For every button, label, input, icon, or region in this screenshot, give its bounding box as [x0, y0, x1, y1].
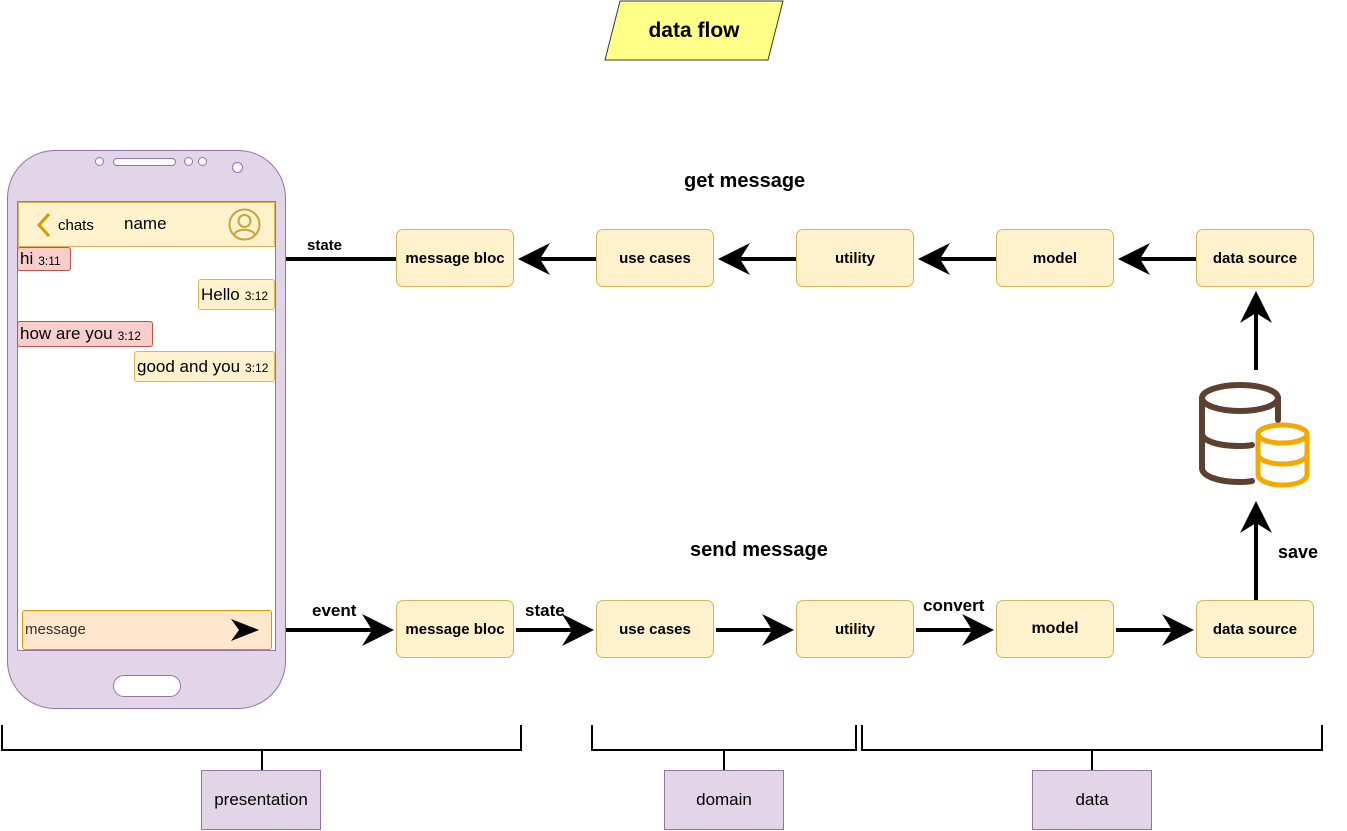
get-utility-node: utility: [796, 229, 914, 287]
database-icon: [1199, 382, 1310, 488]
send-model-node: model: [996, 600, 1114, 658]
phone-camera: [232, 162, 243, 173]
contact-name: name: [124, 214, 167, 233]
send-utility-node: utility: [796, 600, 914, 658]
data-layer-box: data: [1032, 770, 1152, 830]
message-time: 3:12: [117, 328, 141, 343]
data-bracket: [861, 725, 1323, 770]
phone-speaker: [113, 158, 176, 166]
get-use-cases-node: use cases: [596, 229, 714, 287]
message-input-placeholder: message: [25, 621, 86, 638]
message-bubble-received: how are you 3:12: [17, 321, 153, 347]
presentation-bracket: [1, 725, 522, 770]
phone-sensor: [198, 157, 207, 166]
title-shape: [604, 0, 784, 61]
message-bubble-received: hi 3:11: [17, 247, 71, 271]
send-state-label: state: [525, 601, 565, 620]
get-state-label: state: [307, 237, 343, 254]
message-bubble-sent: Hello 3:12: [198, 279, 275, 310]
message-bubble-sent: good and you 3:12: [134, 351, 275, 382]
message-text: hi: [20, 249, 34, 268]
chat-header: [18, 202, 275, 247]
message-time: 3:12: [245, 361, 269, 375]
send-icon[interactable]: [230, 617, 260, 643]
get-message-bloc-node: message bloc: [396, 229, 514, 287]
user-circle-icon[interactable]: [228, 208, 261, 241]
send-use-cases-node: use cases: [596, 600, 714, 658]
domain-bracket: [591, 725, 857, 770]
diagram-title: data flow: [648, 18, 740, 42]
send-data-source-node: data source: [1196, 600, 1314, 658]
phone-home-button[interactable]: [113, 675, 181, 697]
convert-label: convert: [923, 596, 985, 615]
save-label: save: [1278, 542, 1319, 562]
phone-screen: [17, 201, 276, 651]
message-time: 3:12: [244, 289, 269, 303]
get-model-node: model: [996, 229, 1114, 287]
phone-sensor: [95, 157, 104, 166]
presentation-layer-box: presentation: [201, 770, 321, 830]
event-label: event: [312, 601, 357, 620]
back-to-chats-link[interactable]: chats: [58, 217, 94, 234]
get-message-title: get message: [684, 170, 806, 192]
message-text: Hello: [201, 284, 240, 304]
domain-layer-box: domain: [664, 770, 784, 830]
phone-sensor: [184, 157, 193, 166]
message-input[interactable]: [22, 610, 272, 650]
chevron-left-icon[interactable]: [36, 212, 52, 238]
message-text: how are you: [20, 324, 113, 343]
message-time: 3:11: [38, 253, 61, 268]
send-message-bloc-node: message bloc: [396, 600, 514, 658]
message-text: good and you: [137, 356, 241, 376]
get-data-source-node: data source: [1196, 229, 1314, 287]
send-message-title: send message: [690, 539, 828, 561]
